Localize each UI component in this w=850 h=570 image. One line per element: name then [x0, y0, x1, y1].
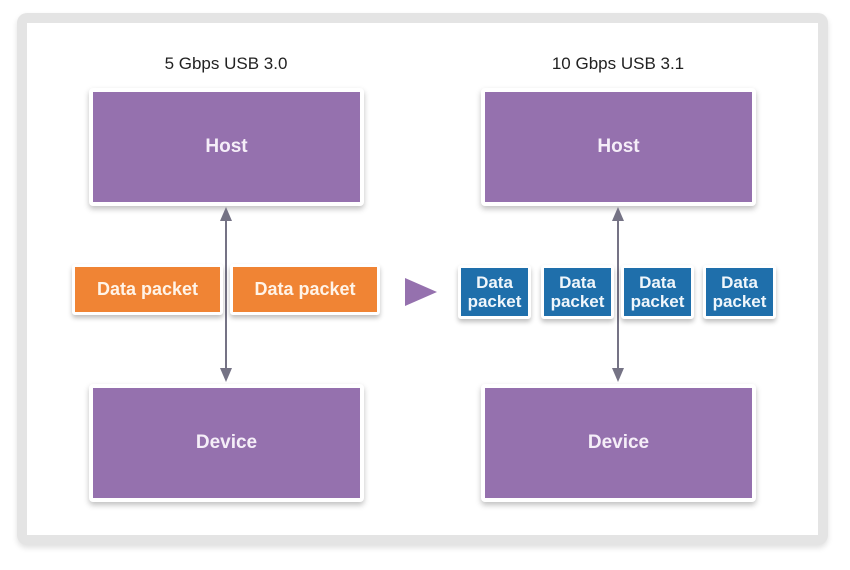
usb30-bidirectional-arrow: [225, 218, 227, 370]
arrow-down-icon: [220, 368, 232, 382]
usb31-data-packet-2: Data packet: [541, 265, 614, 319]
packet-line1: Data: [721, 273, 758, 292]
packet-line1: Data: [639, 273, 676, 292]
arrow-up-icon: [612, 207, 624, 221]
usb31-device-box: Device: [481, 384, 756, 502]
packet-line2: packet: [550, 292, 605, 311]
usb31-data-packet-4: Data packet: [703, 265, 776, 319]
usb30-host-box: Host: [89, 88, 364, 206]
usb31-host-box: Host: [481, 88, 756, 206]
packet-line1: Data: [559, 273, 596, 292]
packet-line2: packet: [712, 292, 767, 311]
usb30-title: 5 Gbps USB 3.0: [164, 54, 288, 73]
usb30-device-box: Device: [89, 384, 364, 502]
packet-line2: packet: [467, 292, 522, 311]
usb31-data-packet-1: Data packet: [458, 265, 531, 319]
usb30-data-packet-1: Data packet: [72, 264, 223, 315]
packet-line1: Data: [476, 273, 513, 292]
packet-line2: packet: [630, 292, 685, 311]
usb31-title: 10 Gbps USB 3.1: [551, 54, 685, 73]
arrow-up-icon: [220, 207, 232, 221]
usb30-data-packet-2: Data packet: [230, 264, 380, 315]
usb31-data-packet-3: Data packet: [621, 265, 694, 319]
usb31-bidirectional-arrow: [617, 218, 619, 370]
transition-arrow-icon: [405, 278, 437, 306]
arrow-down-icon: [612, 368, 624, 382]
